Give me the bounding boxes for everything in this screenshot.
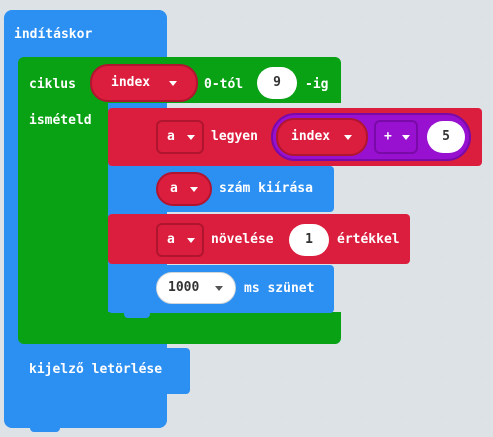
grid-plus-mark: + xyxy=(396,411,407,425)
grid-plus-mark: + xyxy=(396,51,407,65)
grid-plus-mark: + xyxy=(196,371,207,385)
grid-plus-mark: + xyxy=(356,51,367,65)
grid-plus-mark: + xyxy=(436,211,447,225)
grid-plus-mark: + xyxy=(436,291,447,305)
caret-down-icon xyxy=(187,238,195,243)
grid-plus-mark: + xyxy=(356,371,367,385)
grid-plus-mark: + xyxy=(316,411,327,425)
grid-plus-mark: + xyxy=(396,331,407,345)
show-number-block[interactable] xyxy=(108,166,334,212)
caret-down-icon xyxy=(215,286,223,291)
pause-block-bottom-notch xyxy=(124,312,150,318)
grid-plus-mark: + xyxy=(356,411,367,425)
grid-plus-mark: + xyxy=(396,171,407,185)
for-loop-left-arm xyxy=(18,102,108,312)
for-loop-label: ciklus xyxy=(29,77,76,92)
on-start-label: indításkor xyxy=(14,27,93,42)
grid-plus-mark: + xyxy=(436,11,447,25)
grid-plus-mark: + xyxy=(236,411,247,425)
grid-plus-mark: + xyxy=(476,411,487,425)
clear-screen-block[interactable] xyxy=(18,348,190,394)
grid-plus-mark: + xyxy=(276,411,287,425)
change-variable-dropdown[interactable]: a xyxy=(156,223,204,257)
operator-dropdown[interactable]: + xyxy=(374,120,418,154)
change-by-input[interactable]: 1 xyxy=(289,224,329,256)
caret-down-icon xyxy=(344,135,352,140)
grid-plus-mark: + xyxy=(476,251,487,265)
grid-plus-mark: + xyxy=(276,371,287,385)
grid-plus-mark: + xyxy=(436,411,447,425)
on-start-block-bottom-notch xyxy=(30,426,60,432)
grid-plus-mark: + xyxy=(476,371,487,385)
grid-plus-mark: + xyxy=(476,11,487,25)
grid-plus-mark: + xyxy=(476,331,487,345)
grid-plus-mark: + xyxy=(356,291,367,305)
grid-plus-mark: + xyxy=(196,11,207,25)
for-loop-bottom-arm xyxy=(18,312,341,344)
grid-plus-mark: + xyxy=(316,11,327,25)
change-variable-label: növelése xyxy=(211,232,274,247)
grid-plus-mark: + xyxy=(476,211,487,225)
grid-plus-mark: + xyxy=(236,11,247,25)
loop-end-value-input[interactable]: 9 xyxy=(257,67,297,99)
for-loop-from-label: 0-tól xyxy=(204,77,244,92)
grid-plus-mark: + xyxy=(436,371,447,385)
grid-plus-mark: + xyxy=(436,91,447,105)
grid-plus-mark: + xyxy=(356,91,367,105)
set-variable-dropdown[interactable]: a xyxy=(156,120,204,154)
grid-plus-mark: + xyxy=(316,371,327,385)
change-variable-suffix: értékkel xyxy=(337,232,400,247)
show-number-variable-dropdown[interactable]: a xyxy=(156,172,212,206)
pause-duration-dropdown[interactable]: 1000 xyxy=(156,272,236,304)
grid-plus-mark: + xyxy=(476,291,487,305)
grid-plus-mark: + xyxy=(436,171,447,185)
loop-variable-dropdown[interactable]: index xyxy=(90,64,198,102)
grid-plus-mark: + xyxy=(276,11,287,25)
clear-screen-label: kijelző letörlése xyxy=(29,362,163,377)
grid-plus-mark: + xyxy=(436,251,447,265)
show-number-label: szám kiírása xyxy=(219,181,313,196)
set-variable-label: legyen xyxy=(211,129,258,144)
grid-plus-mark: + xyxy=(476,51,487,65)
grid-plus-mark: + xyxy=(356,331,367,345)
for-loop-to-label: -ig xyxy=(305,77,329,92)
caret-down-icon xyxy=(187,135,195,140)
grid-plus-mark: + xyxy=(396,91,407,105)
caret-down-icon xyxy=(402,135,410,140)
grid-plus-mark: + xyxy=(396,371,407,385)
grid-plus-mark: + xyxy=(436,51,447,65)
grid-plus-mark: + xyxy=(476,171,487,185)
grid-plus-mark: + xyxy=(356,171,367,185)
caret-down-icon xyxy=(190,187,198,192)
for-loop-repeat-label: ismételd xyxy=(29,113,92,128)
grid-plus-mark: + xyxy=(436,331,447,345)
grid-plus-mark: + xyxy=(396,291,407,305)
grid-plus-mark: + xyxy=(396,11,407,25)
operand-right-input[interactable]: 5 xyxy=(427,121,465,153)
grid-plus-mark: + xyxy=(476,91,487,105)
caret-down-icon xyxy=(169,81,177,86)
operand-left-dropdown[interactable]: index xyxy=(276,118,368,156)
grid-plus-mark: + xyxy=(196,411,207,425)
grid-plus-mark: + xyxy=(356,11,367,25)
pause-label: ms szünet xyxy=(244,281,315,296)
grid-plus-mark: + xyxy=(236,371,247,385)
